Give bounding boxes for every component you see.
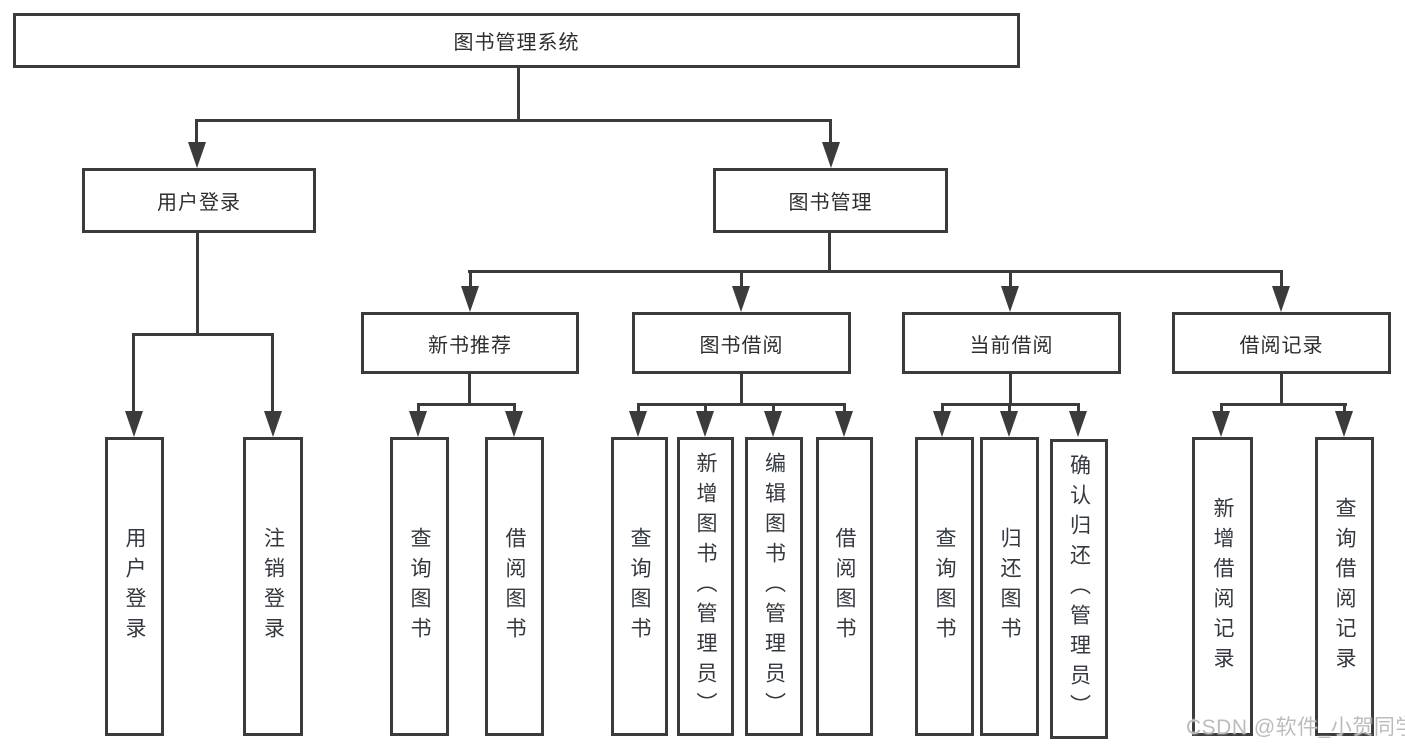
- leaf-current-return-books-label: 归还图书: [998, 526, 1021, 647]
- arrow-down-icon: [732, 286, 750, 312]
- connector-line: [1220, 403, 1223, 413]
- connector-line: [517, 68, 520, 121]
- leaf-logout-login: 注销登录: [243, 437, 303, 736]
- node-book-borrowing-label: 图书借阅: [699, 334, 784, 357]
- node-current-borrowing-label: 当前借阅: [969, 334, 1054, 357]
- leaf-borrowing-borrow-books: 借阅图书: [816, 437, 873, 736]
- arrow-down-icon: [1272, 286, 1290, 312]
- arrow-down-icon: [505, 411, 523, 437]
- node-user-login-label: 用户登录: [157, 192, 241, 214]
- connector-line: [843, 403, 846, 413]
- connector-line: [469, 270, 472, 288]
- node-borrow-records-label: 借阅记录: [1239, 334, 1324, 357]
- leaf-borrowing-edit-book-admin-label: 编辑图书（管理员）: [762, 451, 786, 722]
- connector-line: [132, 333, 274, 336]
- arrow-down-icon: [696, 411, 714, 437]
- connector-line: [740, 270, 743, 288]
- node-new-book-recommend: 新书推荐: [361, 312, 579, 374]
- leaf-current-return-books: 归还图书: [980, 437, 1039, 736]
- node-book-borrowing: 图书借阅: [632, 312, 851, 374]
- connector-line: [468, 270, 1283, 273]
- arrow-down-icon: [1335, 411, 1353, 437]
- connector-line: [1280, 270, 1283, 288]
- leaf-borrowing-borrow-books-label: 借阅图书: [833, 526, 856, 647]
- arrow-down-icon: [1001, 286, 1019, 312]
- leaf-records-query-record-label: 查询借阅记录: [1333, 496, 1356, 677]
- leaf-records-query-record: 查询借阅记录: [1315, 437, 1374, 736]
- connector-line: [1343, 403, 1346, 413]
- connector-line: [704, 403, 707, 413]
- connector-line: [941, 403, 944, 413]
- node-book-management: 图书管理: [713, 168, 948, 233]
- connector-line: [132, 333, 135, 413]
- arrow-down-icon: [835, 411, 853, 437]
- connector-line: [195, 119, 198, 144]
- leaf-borrowing-query-books: 查询图书: [611, 437, 668, 736]
- connector-line: [196, 233, 199, 335]
- connector-line: [417, 403, 516, 406]
- connector-line: [1009, 374, 1012, 405]
- leaf-newbooks-borrow-books: 借阅图书: [485, 437, 544, 736]
- leaf-current-confirm-return-admin: 确认归还（管理员）: [1050, 439, 1108, 739]
- node-root-label: 图书管理系统: [453, 32, 580, 54]
- leaf-current-confirm-return-admin-label: 确认归还（管理员）: [1067, 454, 1091, 724]
- arrow-down-icon: [1212, 411, 1230, 437]
- connector-line: [1009, 270, 1012, 288]
- arrow-down-icon: [1069, 411, 1087, 437]
- arrow-down-icon: [125, 411, 143, 437]
- leaf-borrowing-add-book-admin: 新增图书（管理员）: [677, 437, 734, 736]
- node-user-login: 用户登录: [82, 168, 316, 233]
- connector-line: [417, 403, 420, 413]
- connector-line: [513, 403, 516, 413]
- leaf-borrowing-edit-book-admin: 编辑图书（管理员）: [745, 437, 803, 736]
- node-root: 图书管理系统: [13, 13, 1020, 68]
- connector-line: [1220, 403, 1347, 406]
- node-new-book-recommend-label: 新书推荐: [428, 334, 512, 357]
- leaf-current-query-books: 查询图书: [915, 437, 974, 736]
- arrow-down-icon: [188, 142, 206, 168]
- connector-line: [1280, 374, 1283, 405]
- leaf-newbooks-query-books-label: 查询图书: [408, 526, 431, 647]
- arrow-down-icon: [264, 411, 282, 437]
- connector-line: [195, 119, 832, 122]
- connector-line: [772, 403, 775, 413]
- connector-line: [829, 119, 832, 144]
- leaf-records-add-record-label: 新增借阅记录: [1211, 496, 1234, 677]
- connector-line: [1008, 403, 1011, 413]
- leaf-user-login-label: 用户登录: [123, 526, 146, 647]
- connector-line: [468, 374, 471, 405]
- arrow-down-icon: [409, 411, 427, 437]
- arrow-down-icon: [1000, 411, 1018, 437]
- connector-line: [1077, 403, 1080, 413]
- connector-line: [828, 233, 831, 272]
- leaf-records-add-record: 新增借阅记录: [1192, 437, 1253, 736]
- connector-line: [740, 374, 743, 405]
- leaf-user-login: 用户登录: [105, 437, 164, 736]
- node-current-borrowing: 当前借阅: [902, 312, 1121, 374]
- leaf-logout-login-label: 注销登录: [261, 526, 285, 647]
- arrow-down-icon: [461, 286, 479, 312]
- arrow-down-icon: [822, 142, 840, 168]
- leaf-borrowing-query-books-label: 查询图书: [628, 526, 651, 647]
- arrow-down-icon: [764, 411, 782, 437]
- leaf-newbooks-borrow-books-label: 借阅图书: [503, 526, 526, 647]
- leaf-borrowing-add-book-admin-label: 新增图书（管理员）: [694, 451, 717, 722]
- arrow-down-icon: [933, 411, 951, 437]
- arrow-down-icon: [629, 411, 647, 437]
- connector-line: [637, 403, 846, 406]
- node-book-management-label: 图书管理: [788, 192, 873, 214]
- leaf-current-query-books-label: 查询图书: [933, 526, 956, 647]
- connector-line: [637, 403, 640, 413]
- leaf-newbooks-query-books: 查询图书: [390, 437, 449, 736]
- connector-line: [271, 333, 274, 413]
- node-borrow-records: 借阅记录: [1172, 312, 1391, 374]
- csdn-watermark: CSDN @软件_小贺同学: [1186, 716, 1405, 739]
